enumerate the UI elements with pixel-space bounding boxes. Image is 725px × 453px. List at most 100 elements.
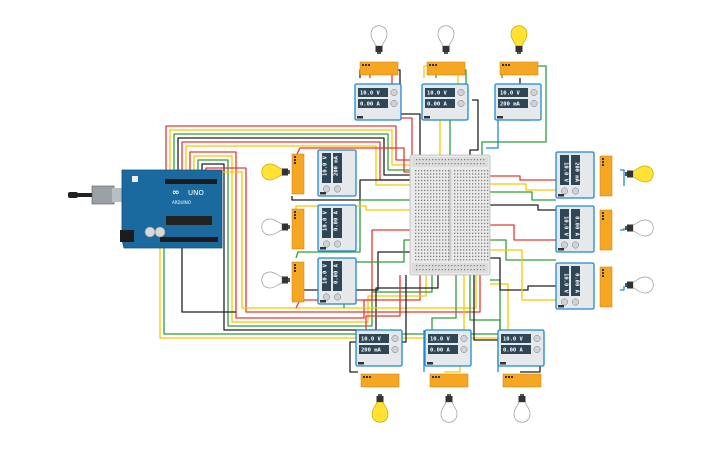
wire[interactable] <box>490 175 556 181</box>
voltage-display <box>560 266 569 296</box>
wire[interactable] <box>173 133 438 179</box>
wire[interactable] <box>490 204 556 211</box>
current-knob-icon[interactable] <box>334 185 341 193</box>
wire[interactable] <box>431 275 457 330</box>
wire[interactable] <box>197 159 433 327</box>
breadboard[interactable] <box>409 154 491 276</box>
current-knob-icon[interactable] <box>533 346 541 353</box>
voltage-readout: 10.0 V <box>500 91 521 97</box>
light-bulb-off-icon[interactable] <box>261 218 290 236</box>
relay-module[interactable] <box>426 61 466 76</box>
voltage-knob-icon[interactable] <box>323 240 330 248</box>
wire[interactable] <box>295 147 410 173</box>
wire[interactable] <box>490 249 556 301</box>
wire[interactable] <box>201 163 439 331</box>
voltage-knob-icon[interactable] <box>323 185 330 193</box>
relay-module[interactable] <box>599 209 613 251</box>
relay-module[interactable] <box>291 261 305 303</box>
reset-button[interactable] <box>132 176 138 182</box>
power-supply[interactable]: 10.0 V0.00 A <box>354 83 402 121</box>
wire[interactable] <box>169 129 434 179</box>
wire[interactable] <box>295 229 410 309</box>
voltage-knob-icon[interactable] <box>561 187 568 195</box>
wire[interactable] <box>193 155 427 323</box>
power-supply[interactable]: 10.0 V0.00 A <box>497 329 545 367</box>
voltage-knob-icon[interactable] <box>561 241 568 249</box>
current-knob-icon[interactable] <box>572 241 579 249</box>
current-knob-icon[interactable] <box>572 187 579 195</box>
wire[interactable] <box>490 183 556 191</box>
wire[interactable] <box>486 114 499 149</box>
wire[interactable] <box>620 228 625 231</box>
wire[interactable] <box>177 137 442 179</box>
relay-module[interactable] <box>360 373 400 388</box>
voltage-knob-icon[interactable] <box>460 335 468 342</box>
wire[interactable] <box>185 145 452 186</box>
power-supply[interactable]: 10.0 V0.00 A <box>421 83 469 121</box>
wire[interactable] <box>349 275 407 373</box>
wire[interactable] <box>295 199 410 259</box>
voltage-knob-icon[interactable] <box>323 293 330 301</box>
wire[interactable] <box>490 191 556 201</box>
current-knob-icon[interactable] <box>334 240 341 248</box>
capacitor <box>144 226 156 238</box>
light-bulb-off-icon[interactable] <box>370 25 388 54</box>
light-bulb-off-icon[interactable] <box>625 276 654 294</box>
relay-module[interactable] <box>499 61 539 76</box>
light-bulb-off-icon[interactable] <box>513 394 531 423</box>
voltage-knob-icon[interactable] <box>533 335 541 342</box>
current-knob-icon[interactable] <box>530 100 538 107</box>
wire[interactable] <box>620 286 625 291</box>
voltage-knob-icon[interactable] <box>390 89 398 96</box>
wire[interactable] <box>365 275 401 330</box>
current-knob-icon[interactable] <box>460 346 468 353</box>
relay-module[interactable] <box>359 61 399 76</box>
arduino-uno[interactable]: ∞ UNO ARDUINO <box>68 169 223 249</box>
current-knob-icon[interactable] <box>334 293 341 301</box>
relay-module[interactable] <box>599 266 613 308</box>
wire[interactable] <box>469 275 501 330</box>
current-readout: 0.00 A <box>334 263 340 284</box>
voltage-readout: 10.0 V <box>563 273 569 294</box>
relay-module[interactable] <box>291 208 305 250</box>
wire[interactable] <box>181 242 236 313</box>
current-knob-icon[interactable] <box>457 100 465 107</box>
voltage-knob-icon[interactable] <box>457 89 465 96</box>
voltage-display <box>501 334 531 343</box>
light-bulb-off-icon[interactable] <box>437 25 455 54</box>
wire[interactable] <box>165 125 430 179</box>
light-bulb-on-icon[interactable] <box>510 25 528 54</box>
light-bulb-off-icon[interactable] <box>261 271 290 289</box>
voltage-readout: 10.0 V <box>323 210 329 231</box>
light-bulb-off-icon[interactable] <box>625 219 654 237</box>
relay-module[interactable] <box>599 155 613 197</box>
wire[interactable] <box>490 224 556 241</box>
current-knob-icon[interactable] <box>390 100 398 107</box>
voltage-knob-icon[interactable] <box>391 335 399 342</box>
light-bulb-on-icon[interactable] <box>261 163 290 181</box>
current-knob-icon[interactable] <box>391 346 399 353</box>
wire[interactable] <box>469 99 479 157</box>
voltage-knob-icon[interactable] <box>561 298 568 306</box>
voltage-knob-icon[interactable] <box>530 89 538 96</box>
power-supply[interactable]: 10.0 V0.00 A <box>424 329 472 367</box>
current-knob-icon[interactable] <box>572 298 579 306</box>
relay-module[interactable] <box>291 153 305 195</box>
light-bulb-on-icon[interactable] <box>625 165 654 183</box>
wire[interactable] <box>189 151 421 319</box>
light-bulb-on-icon[interactable] <box>371 394 389 423</box>
wire[interactable] <box>490 257 556 291</box>
wire[interactable] <box>620 169 625 186</box>
relay-module[interactable] <box>502 373 542 388</box>
relay-module[interactable] <box>429 373 469 388</box>
light-bulb-off-icon[interactable] <box>440 394 458 423</box>
